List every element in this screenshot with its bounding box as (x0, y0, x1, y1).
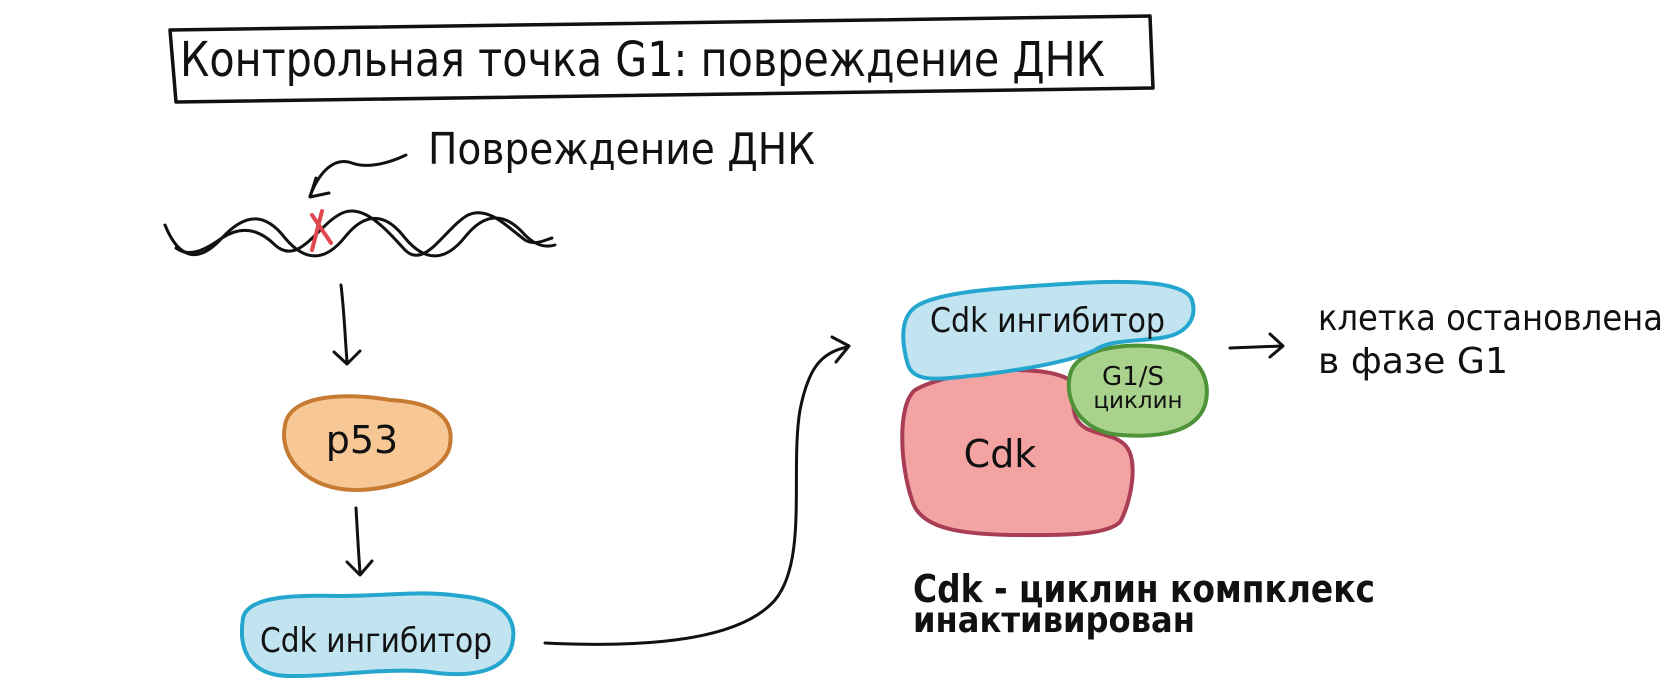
complex-caption-line2: инактивирован (913, 600, 1195, 641)
p53-shape (282, 394, 453, 493)
complex-caption-line1: Cdk - циклин компклекс (913, 567, 1375, 611)
arrow-complex-to-result (1228, 344, 1284, 350)
cyclin-shape (1066, 343, 1209, 438)
arrow-dna-to-p53 (339, 283, 349, 364)
result-line2: в фазе G1 (1318, 341, 1508, 382)
dna-strand-2 (174, 209, 554, 257)
damage-mark-icon (310, 209, 333, 252)
diagram-title: Контрольная точка G1: повреждение ДНК (180, 32, 1105, 88)
cdk-cyclin-complex: Cdk G1/S циклин Cdk ингибитор (900, 279, 1209, 538)
cdk-inhibitor-left-label: Cdk ингибитор (260, 621, 492, 661)
cyclin-label-line2: циклин (1093, 388, 1182, 414)
cdk-inhibitor-left: Cdk ингибитор (240, 591, 516, 679)
arrow-dna-to-p53-head (332, 349, 362, 366)
damage-pointer-arrow (308, 153, 408, 198)
title-frame (168, 14, 1155, 104)
dna-strand-1 (163, 216, 557, 258)
arrow-p53-to-inhibitor (354, 506, 362, 575)
damage-pointer-arrowhead (308, 176, 331, 199)
arrow-p53-to-inhibitor-head (345, 559, 374, 577)
cdk-inhibitor-left-shape (240, 591, 516, 679)
p53-label: p53 (326, 418, 398, 462)
dna-damage-label: Повреждение ДНК (428, 124, 815, 175)
title-box: Контрольная точка G1: повреждение ДНК (168, 14, 1155, 104)
cdk-inhibitor-complex-label: Cdk ингибитор (930, 301, 1165, 341)
arrow-inhibitor-to-complex (543, 345, 850, 646)
result-line1: клетка остановлена (1318, 298, 1663, 339)
cdk-inhibitor-complex-shape (901, 279, 1196, 381)
cyclin-label-line1: G1/S (1102, 362, 1164, 392)
arrow-complex-to-result-head (1268, 332, 1285, 359)
cdk-label: Cdk (964, 432, 1037, 476)
arrow-inhibitor-to-complex-head (830, 335, 851, 364)
dna-helix (163, 209, 557, 258)
p53-protein: p53 (282, 394, 453, 493)
